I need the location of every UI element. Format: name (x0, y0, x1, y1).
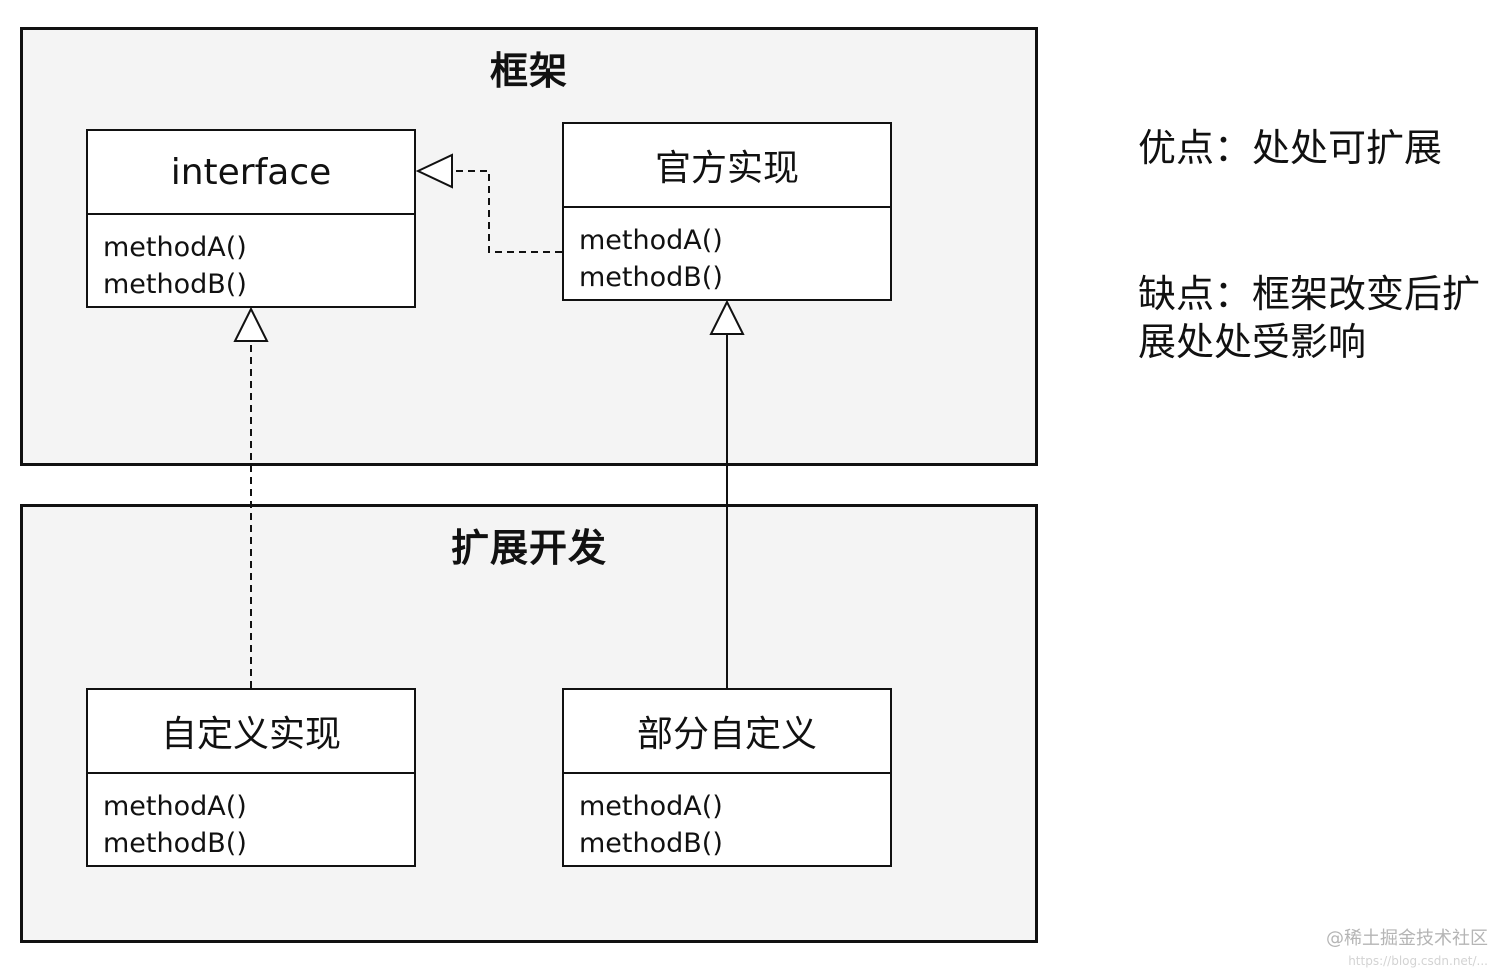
custom-impl-class[interactable]: 自定义实现 methodA() methodB() (86, 688, 416, 867)
watermark-url: https://blog.csdn.net/... (1348, 954, 1488, 968)
disadvantage-note-line2: 展处处受影响 (1138, 320, 1367, 364)
method-a: methodA() (103, 791, 247, 822)
partial-custom-class[interactable]: 部分自定义 methodA() methodB() (562, 688, 892, 867)
method-a: methodA() (579, 225, 723, 256)
partial-custom-class-methods: methodA() methodB() (564, 774, 890, 862)
interface-class-name: interface (88, 131, 414, 215)
method-b: methodB() (103, 269, 247, 300)
disadvantage-note-line1: 缺点：框架改变后扩 (1138, 272, 1481, 316)
interface-class[interactable]: interface methodA() methodB() (86, 129, 416, 308)
official-impl-class-name: 官方实现 (564, 124, 890, 208)
method-b: methodB() (579, 262, 723, 293)
method-b: methodB() (579, 828, 723, 859)
official-impl-class[interactable]: 官方实现 methodA() methodB() (562, 122, 892, 301)
custom-impl-class-methods: methodA() methodB() (88, 774, 414, 862)
advantage-note: 优点：处处可扩展 (1138, 126, 1443, 170)
framework-package-title: 框架 (489, 49, 568, 93)
watermark: @稀土掘金技术社区 (1326, 928, 1488, 949)
method-a: methodA() (103, 232, 247, 263)
interface-class-methods: methodA() methodB() (88, 215, 414, 303)
partial-custom-class-name: 部分自定义 (564, 690, 890, 774)
extension-package-title: 扩展开发 (450, 526, 607, 570)
method-a: methodA() (579, 791, 723, 822)
official-impl-class-methods: methodA() methodB() (564, 208, 890, 296)
custom-impl-class-name: 自定义实现 (88, 690, 414, 774)
method-b: methodB() (103, 828, 247, 859)
